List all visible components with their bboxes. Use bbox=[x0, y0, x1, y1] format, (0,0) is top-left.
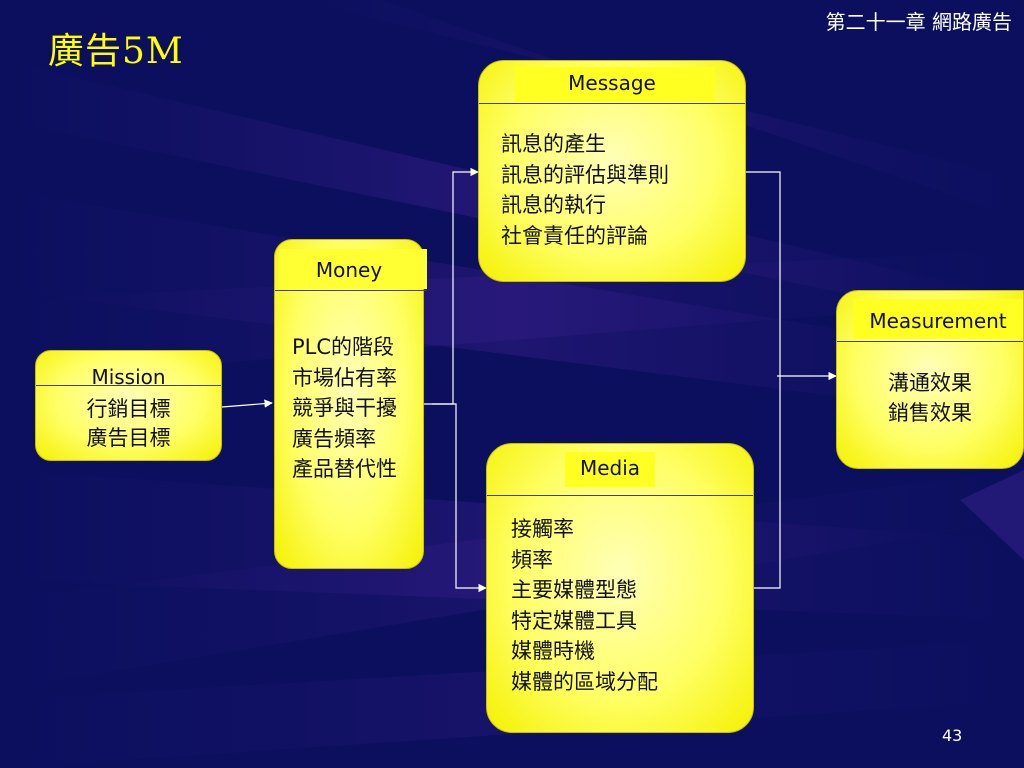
measurement-item: 溝通效果 bbox=[888, 371, 972, 395]
mission-list: 行銷目標 廣告目標 bbox=[36, 395, 221, 453]
media-item: 媒體時機 bbox=[511, 639, 595, 663]
message-list: 訊息的產生 訊息的評估與準則 訊息的執行 社會責任的評論 bbox=[501, 129, 669, 251]
message-item: 社會責任的評論 bbox=[501, 223, 648, 248]
media-title-tab bbox=[565, 452, 655, 487]
media-item: 特定媒體工具 bbox=[511, 608, 637, 633]
mission-divider bbox=[36, 385, 221, 386]
slide-title: 廣告5M bbox=[48, 31, 184, 72]
page-number: 43 bbox=[942, 726, 963, 745]
media-item: 媒體的區域分配 bbox=[511, 669, 658, 694]
mission-item: 廣告目標 bbox=[86, 426, 171, 450]
message-title: Message bbox=[568, 71, 656, 95]
measurement-item: 銷售效果 bbox=[888, 401, 972, 425]
media-list: 接觸率 頻率 主要媒體型態 特定媒體工具 媒體時機 媒體的區域分配 bbox=[511, 514, 658, 697]
mission-title: Mission bbox=[91, 365, 166, 389]
message-box: Message 訊息的產生 訊息的評估與準則 訊息的執行 社會責任的評論 bbox=[478, 60, 746, 282]
message-item: 訊息的評估與準則 bbox=[501, 162, 669, 187]
money-box: Money PLC的階段 市場佔有率 競爭與干擾 廣告頻率 產品替代性 bbox=[274, 239, 427, 569]
media-item: 接觸率 bbox=[511, 517, 574, 541]
media-item: 頻率 bbox=[511, 547, 553, 572]
money-item: 競爭與干擾 bbox=[292, 396, 397, 420]
media-title: Media bbox=[579, 456, 641, 480]
measurement-divider bbox=[837, 341, 1023, 342]
measurement-box: Measurement 溝通效果 銷售效果 bbox=[836, 290, 1024, 469]
money-list: PLC的階段 市場佔有率 競爭與干擾 廣告頻率 產品替代性 bbox=[292, 332, 397, 485]
money-item: 廣告頻率 bbox=[292, 426, 376, 451]
media-item: 主要媒體型態 bbox=[511, 578, 637, 602]
measurement-title-tab bbox=[853, 299, 1023, 339]
mission-box: Mission 行銷目標 廣告目標 bbox=[35, 350, 222, 461]
money-title-tab bbox=[279, 249, 427, 289]
money-title: Money bbox=[315, 258, 383, 282]
measurement-list: 溝通效果 銷售效果 bbox=[837, 368, 1023, 428]
message-divider bbox=[479, 103, 745, 104]
message-item: 訊息的執行 bbox=[501, 193, 606, 217]
message-item: 訊息的產生 bbox=[501, 132, 606, 156]
money-item: PLC的階段 bbox=[292, 335, 395, 359]
money-item: 市場佔有率 bbox=[292, 365, 397, 390]
media-divider bbox=[487, 495, 753, 496]
measurement-title: Measurement bbox=[869, 309, 1007, 333]
mission-item: 行銷目標 bbox=[86, 397, 171, 421]
money-divider bbox=[275, 290, 427, 291]
media-box: Media 接觸率 頻率 主要媒體型態 特定媒體工具 媒體時機 媒體的區域分配 bbox=[486, 443, 754, 733]
message-title-tab bbox=[515, 67, 715, 102]
chapter-title: 第二十一章 網路廣告 bbox=[825, 10, 1012, 34]
money-item: 產品替代性 bbox=[292, 457, 397, 481]
